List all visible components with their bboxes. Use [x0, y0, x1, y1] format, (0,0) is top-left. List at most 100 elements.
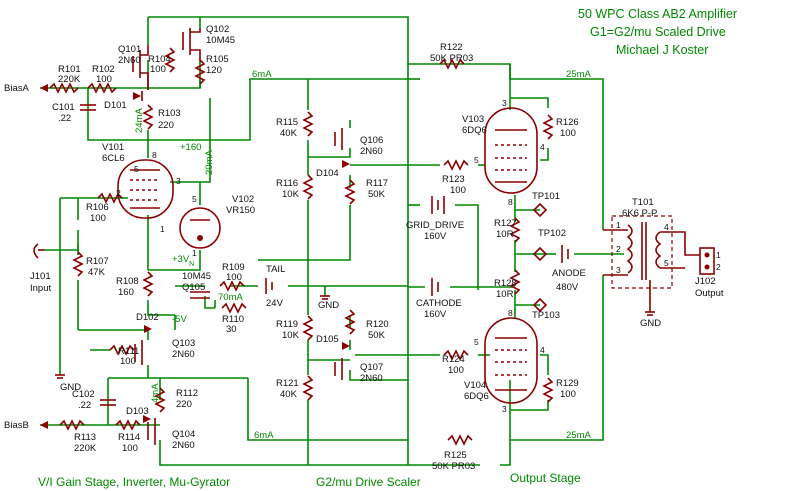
- pin-v103-cathode: 8: [508, 197, 513, 207]
- transistor-labels: Q101 2N60 Q102 10M45 Q103 2N60 Q104 2N60…: [118, 24, 383, 451]
- anode-name: ANODE: [552, 268, 586, 279]
- bias-a-label: BiasA: [4, 83, 29, 94]
- r109-ref: R109: [222, 262, 245, 273]
- current-6ma-bot: 6mA: [254, 430, 274, 441]
- pin-v104-screen: 4: [540, 345, 545, 355]
- q104: [147, 418, 156, 445]
- q101-ref: Q101: [118, 44, 141, 55]
- c101-ref: C101: [52, 102, 75, 113]
- q107-type: 2N60: [360, 373, 383, 384]
- d103: [143, 415, 151, 423]
- q103: [134, 340, 143, 365]
- tail-volts: 24V: [266, 298, 284, 309]
- r119-val: 10K: [282, 330, 300, 341]
- j101-ref: J101: [30, 271, 51, 282]
- d102: [144, 325, 152, 333]
- pin-v102-anode: 5: [192, 194, 197, 204]
- voltage-plus3: +3VN: [172, 254, 194, 268]
- r111: [109, 344, 135, 356]
- pin-v103-plate: 3: [502, 98, 507, 108]
- tail-battery: [265, 278, 273, 294]
- j102-output-jack: [699, 247, 715, 275]
- r112-ref: R112: [176, 388, 198, 399]
- t101-ref: T101: [632, 197, 654, 208]
- r117-ref: R117: [366, 178, 388, 189]
- v104-tube: [484, 317, 538, 404]
- current-25ma-bot: 25mA: [566, 430, 591, 441]
- capacitor-labels: C101 .22 C102 .22: [52, 102, 95, 411]
- cathode-name: CATHODE: [416, 298, 462, 309]
- voltage-plus160: +160: [180, 142, 201, 153]
- r110-ref: R110: [222, 314, 244, 325]
- r121-val: 40K: [280, 389, 298, 400]
- r105: [194, 59, 206, 85]
- r108-val: 160: [118, 287, 134, 298]
- r102-ref: R102: [92, 64, 115, 75]
- title-line1: 50 WPC Class AB2 Amplifier: [578, 7, 737, 21]
- pin-v104-cathode: 8: [508, 308, 513, 318]
- r120-val: 50K: [368, 330, 386, 341]
- section-captions: V/I Gain Stage, Inverter, Mu-Gyrator G2/…: [38, 471, 581, 489]
- d103-label: D103: [126, 406, 149, 417]
- r110: [221, 302, 247, 314]
- r117: [344, 179, 356, 205]
- v102-type: VR150: [226, 205, 255, 216]
- pin-v101-heater: 5: [134, 164, 139, 174]
- r107: [72, 251, 84, 277]
- wires: [40, 16, 624, 466]
- v102-ref: V102: [232, 194, 254, 205]
- section-scaler: G2/mu Drive Scaler: [316, 475, 421, 489]
- q106-ref: Q106: [360, 135, 383, 146]
- r129: [542, 377, 554, 403]
- r115: [302, 111, 314, 137]
- gnd-symbols: [55, 295, 655, 379]
- r119: [302, 315, 314, 341]
- gnd-label-left: GND: [60, 382, 81, 393]
- r123: [443, 159, 469, 171]
- v104-ref: V104: [464, 380, 486, 391]
- r120: [344, 309, 356, 335]
- pin-numbers: 2 1 3 8 5 5 1 3 4 5 8 3 4 5 8 1 2 3 4 5 …: [116, 98, 721, 414]
- tp102-label: TP102: [538, 228, 566, 239]
- tp101-label: TP101: [532, 191, 560, 202]
- j102-name: Output: [695, 288, 724, 299]
- r123-val: 100: [450, 185, 466, 196]
- gnd-label-xfmr: GND: [640, 318, 661, 329]
- v101-type: 6CL6: [102, 153, 125, 164]
- pin-t101-4: 4: [664, 222, 669, 232]
- pin-t101-2: 2: [616, 244, 621, 254]
- j102-ref: J102: [695, 276, 716, 287]
- r123-ref: R123: [442, 174, 465, 185]
- r125: [447, 434, 473, 446]
- bias-b-label: BiasB: [4, 420, 29, 431]
- r104-val: 100: [150, 64, 166, 75]
- pin-v103-screen: 4: [540, 142, 545, 152]
- test-points: [532, 202, 548, 313]
- r120-ref: R120: [366, 319, 389, 330]
- d105-label: D105: [316, 334, 339, 345]
- voltage-minus5: -5V: [172, 314, 187, 325]
- q107-ref: Q107: [360, 362, 383, 373]
- v103-tube: [484, 107, 538, 194]
- r106-ref: R106: [86, 202, 109, 213]
- r119-ref: R119: [276, 319, 298, 330]
- r112: [154, 387, 166, 413]
- r115-ref: R115: [276, 117, 298, 128]
- q102-type: 10M45: [206, 35, 235, 46]
- q104-type: 2N60: [172, 440, 195, 451]
- r108: [142, 271, 154, 297]
- r126-ref: R126: [556, 117, 579, 128]
- v102-tube: [179, 207, 221, 249]
- r103-val: 220: [158, 120, 174, 131]
- c102: [100, 399, 116, 406]
- r107-ref: R107: [86, 256, 109, 267]
- pin-v104-plate: 3: [502, 404, 507, 414]
- r122-val: 50K PR03: [430, 53, 473, 64]
- tp103-label: TP103: [532, 310, 560, 321]
- grid-drive-name: GRID_DRIVE: [406, 220, 464, 231]
- r128-val: 10R: [496, 289, 514, 300]
- d104: [342, 160, 350, 168]
- r102: [87, 82, 117, 94]
- pin-t101-1: 1: [616, 220, 621, 230]
- pin-v101-plate: 8: [152, 150, 157, 160]
